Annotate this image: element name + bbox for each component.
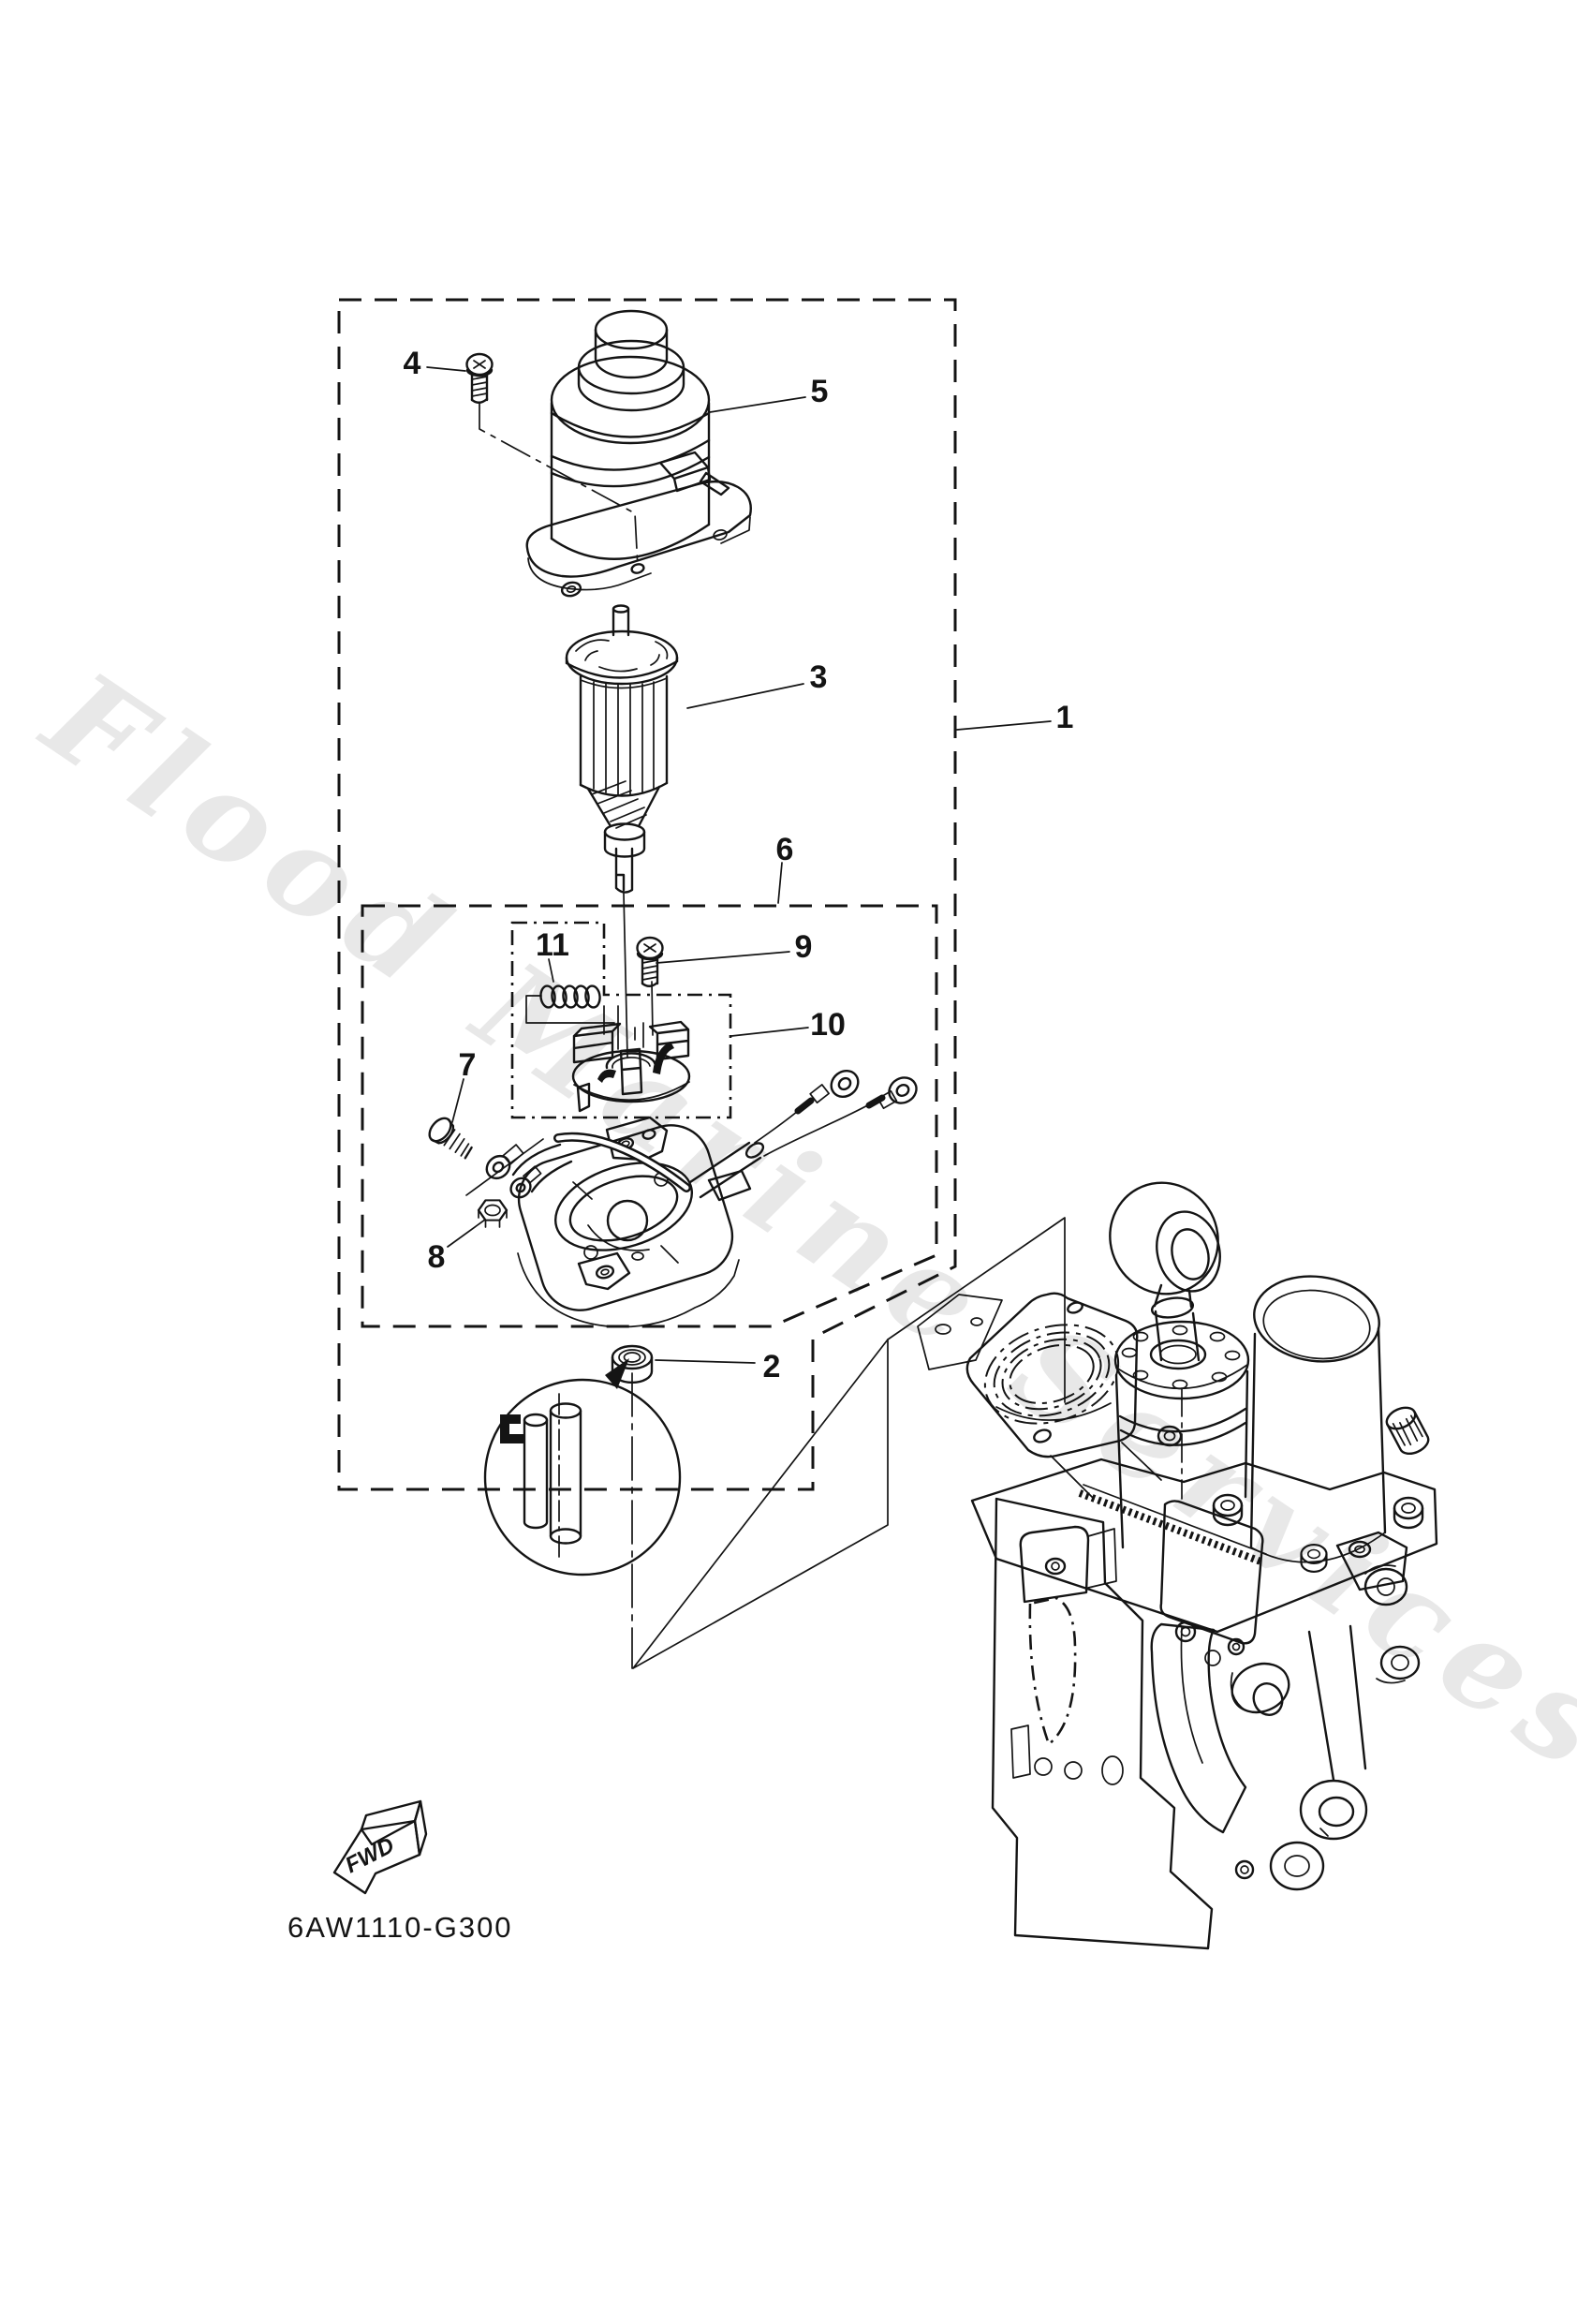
callout-4: 4 [404,346,421,381]
magnifier-detail-circle [483,1358,682,1576]
callout-3: 3 [810,659,828,695]
fwd-arrow-label: FWD [341,1832,398,1878]
callout-11: 11 [536,927,569,963]
callouts: 1 2 3 4 5 6 7 8 9 10 11 [404,346,1074,1384]
part-code-text: 6AW1110-G300 [287,1911,513,1944]
callout-1: 1 [1056,700,1074,735]
trim-tilt-assembly [917,1181,1438,1950]
callout-7: 7 [459,1047,477,1083]
part-spring-11 [525,984,615,1024]
part-nut-8 [477,1199,508,1228]
callout-8: 8 [428,1239,446,1275]
group-box-1 [337,298,957,1491]
callout-6: 6 [776,832,794,867]
callout-10: 10 [810,1007,846,1043]
part-armature [565,604,679,1058]
group-box-10-11 [510,921,732,1119]
watermark-text: Flood Marine Services [18,643,1577,1805]
part-motor [525,309,752,598]
callout-5: 5 [811,374,829,409]
fwd-arrow-icon: FWD [332,1799,428,1895]
group-box-6 [361,904,938,1328]
part-screw-4 [465,352,639,569]
callout-9: 9 [795,929,813,965]
projection-plane [631,1217,1066,1669]
part-brush-holder [571,1005,691,1113]
callout-2: 2 [763,1349,781,1384]
part-end-housing [517,1116,752,1328]
wire-harness [465,1070,918,1199]
part-screw-7 [428,1117,473,1160]
